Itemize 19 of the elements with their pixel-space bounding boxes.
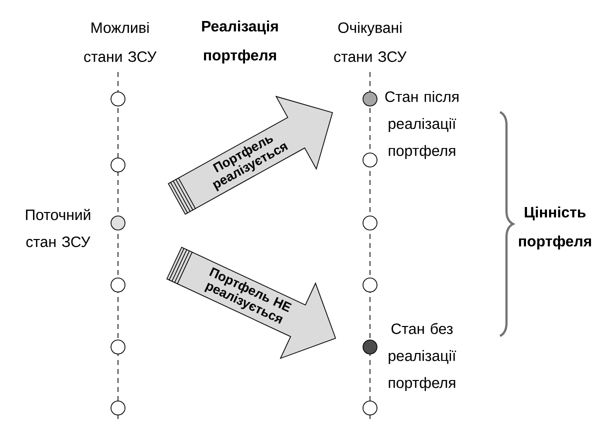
state-circle	[110, 92, 126, 106]
column-heading: Можливі стани ЗСУ	[84, 22, 157, 62]
state-label: Поточний стан ЗСУ	[26, 208, 90, 248]
state-label: Стан після реалізації портфеля	[385, 91, 458, 159]
state-circle	[362, 340, 378, 354]
state-circle	[110, 216, 126, 230]
state-circle	[110, 400, 126, 416]
state-circle	[110, 340, 126, 354]
column-heading: Реалізація портфеля	[202, 20, 278, 64]
state-label: Стан без реалізації портфеля	[388, 322, 456, 392]
state-circle	[362, 92, 378, 106]
state-circle	[362, 278, 378, 292]
state-circle	[362, 400, 378, 416]
state-circle	[110, 158, 126, 172]
state-circle	[110, 278, 126, 292]
column-heading: Очікувані стани ЗСУ	[334, 22, 407, 62]
bracket-label: Цінність портфеля	[519, 206, 591, 250]
state-circle	[362, 152, 378, 168]
state-circle	[362, 216, 378, 230]
